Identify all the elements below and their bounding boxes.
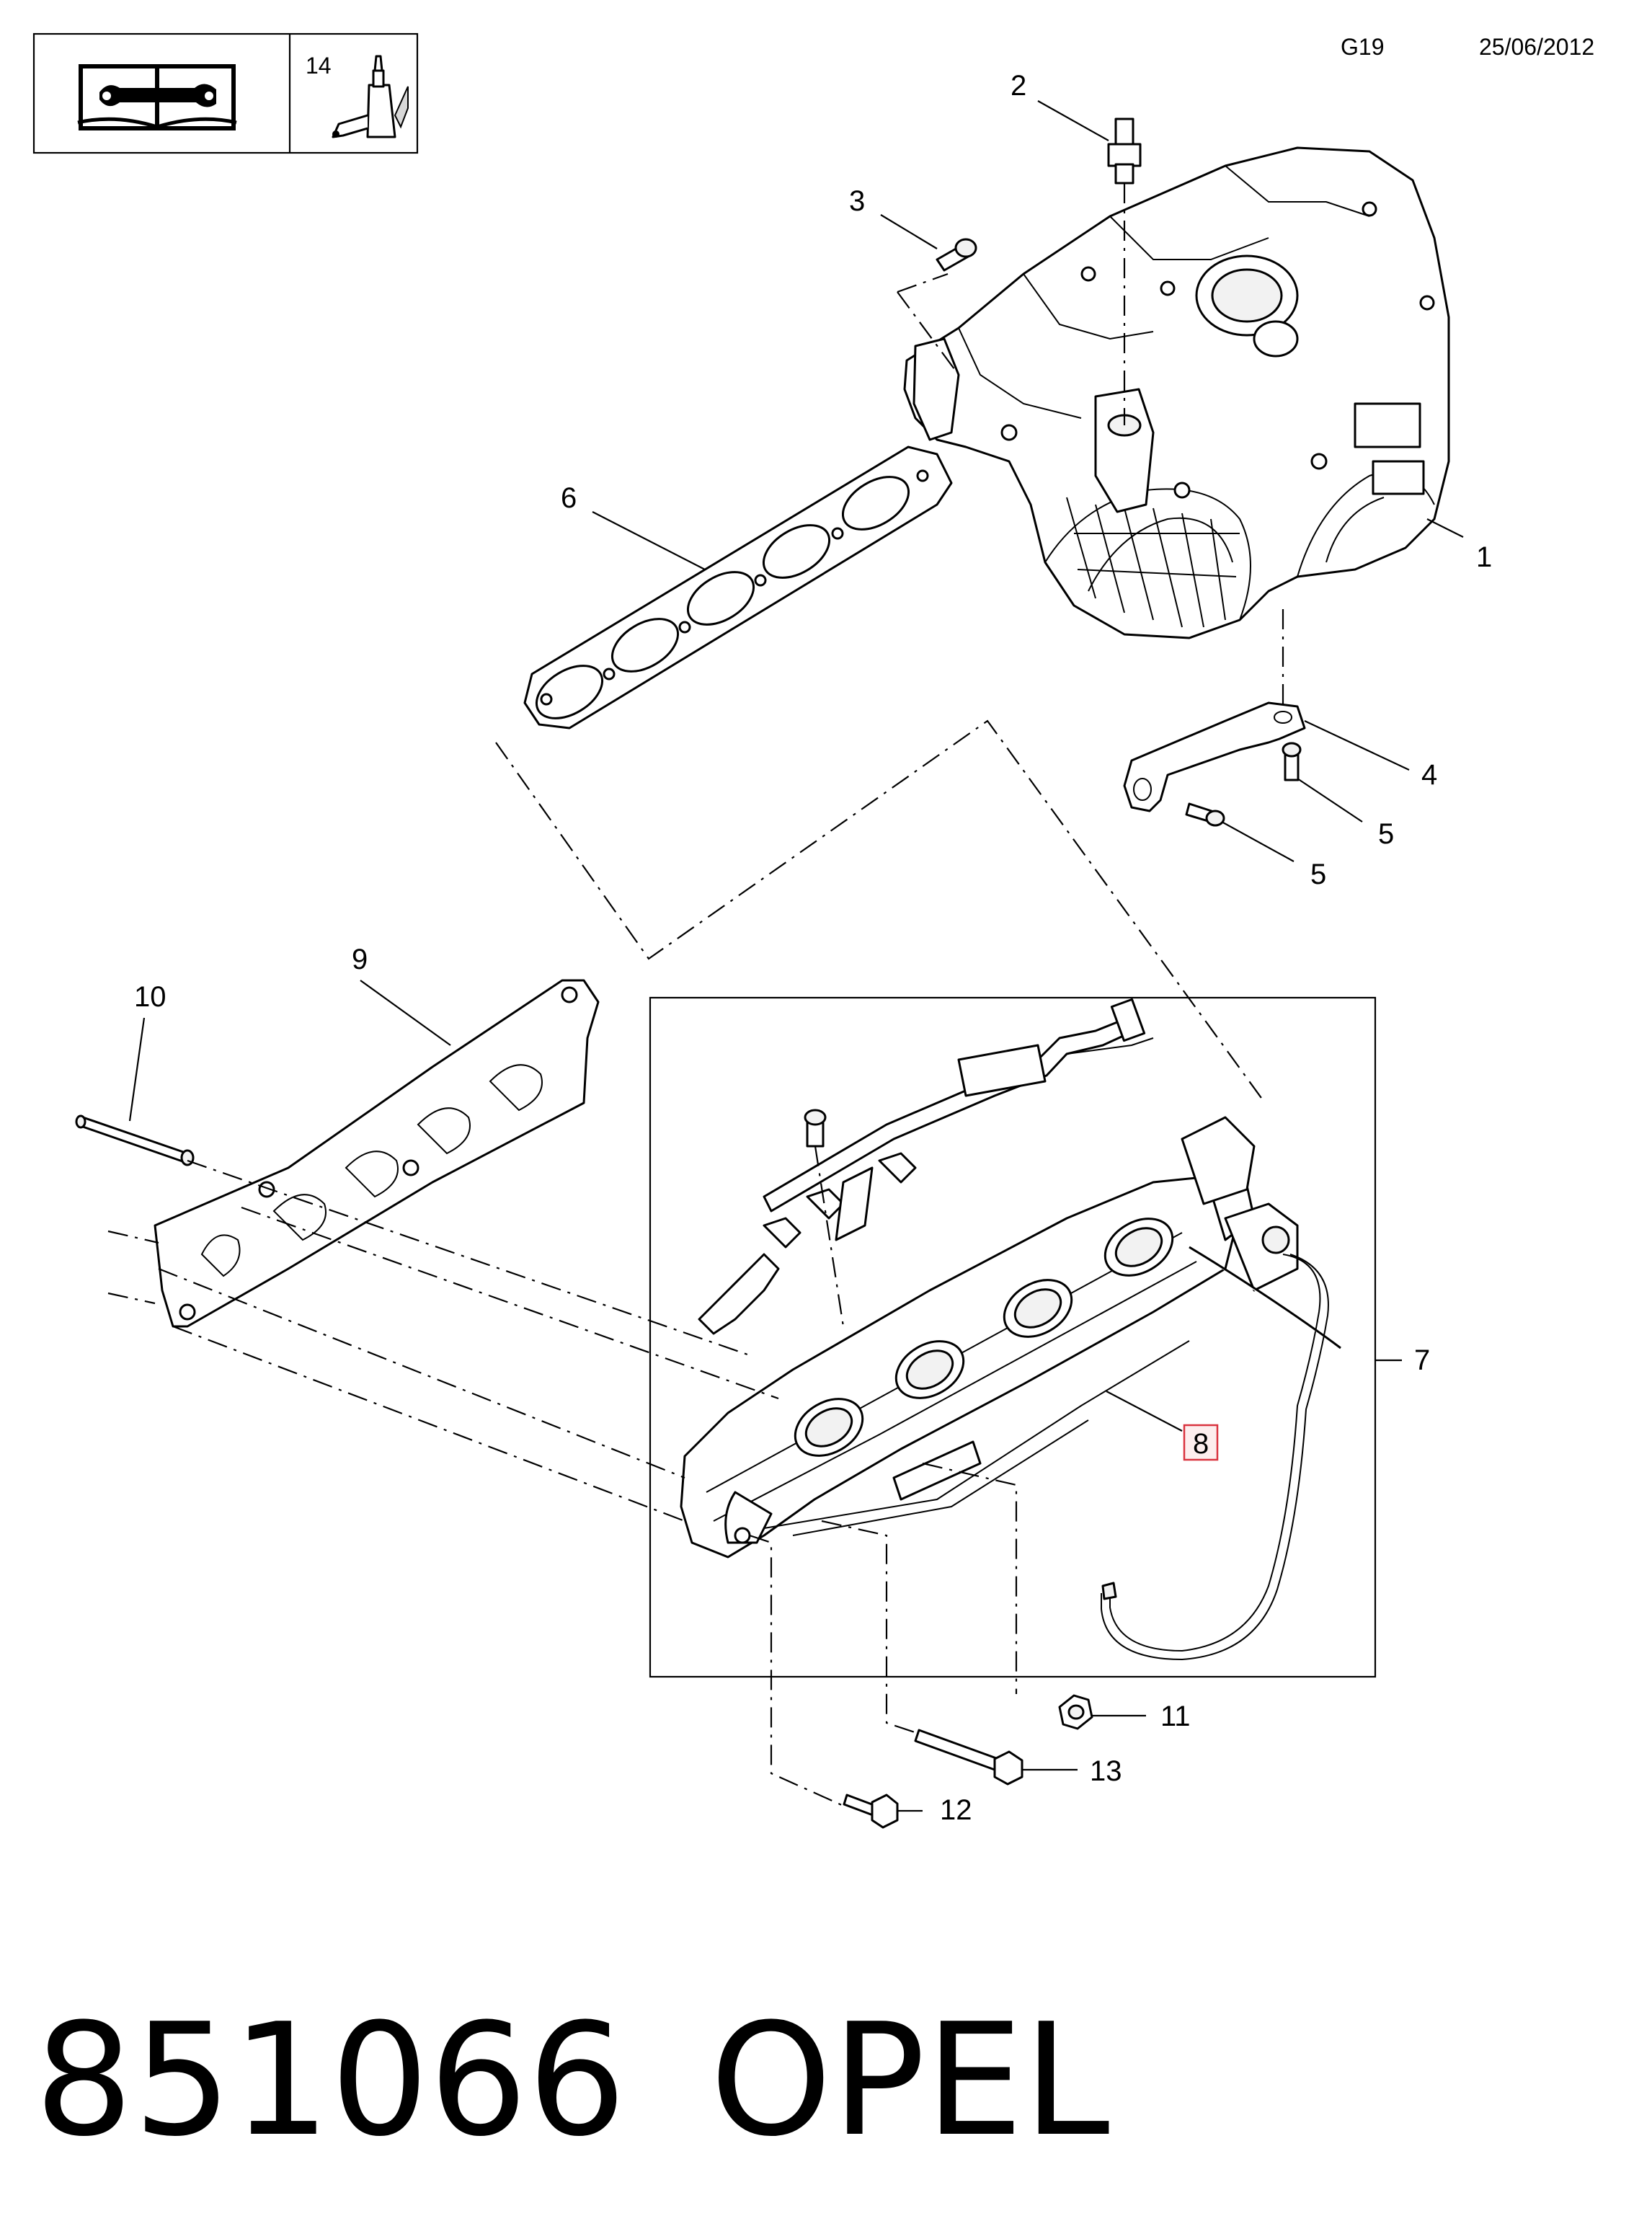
gasket-part-9	[154, 979, 600, 1328]
gasket-part-6	[523, 445, 953, 730]
bracket-part-4	[1123, 701, 1410, 812]
revision-date: 25/06/2012	[1479, 34, 1594, 60]
nut-part-11	[1058, 1694, 1146, 1730]
callout-12: 12	[940, 1794, 972, 1826]
sensor-part-2	[1037, 100, 1142, 425]
callout-13: 13	[1090, 1755, 1122, 1787]
callout-8: 8	[1193, 1428, 1209, 1460]
bolt-part-5b	[1185, 802, 1294, 862]
callout-8-highlight	[1183, 1424, 1219, 1461]
bolt-part-12	[843, 1794, 923, 1829]
callout-10: 10	[134, 981, 166, 1013]
info-box-quantity: 14	[306, 53, 332, 79]
repair-manual-icon	[77, 64, 237, 130]
bolt-part-13	[914, 1729, 1078, 1786]
intake-manifold-part-1	[903, 146, 1464, 714]
callout-5b: 5	[1310, 859, 1326, 890]
sealant-tube-icon	[332, 55, 409, 138]
callout-6: 6	[561, 482, 577, 514]
callout-3: 3	[849, 185, 865, 217]
callout-4: 4	[1421, 759, 1437, 791]
fuel-rail	[698, 998, 1154, 1335]
screw-part-3	[880, 214, 977, 376]
sheet-code: G19	[1341, 34, 1384, 60]
callout-11: 11	[1160, 1701, 1191, 1732]
callout-1: 1	[1476, 541, 1492, 573]
assembly-box-part-7	[649, 996, 1402, 1678]
stud-part-10	[75, 1017, 195, 1166]
callout-2: 2	[1011, 70, 1026, 102]
lower-manifold-part-8	[680, 1116, 1341, 1661]
bolt-part-5a	[1282, 742, 1363, 823]
footer-brand: OPEL	[710, 1990, 1110, 2171]
header-info-box: 14	[32, 32, 419, 154]
callout-5a: 5	[1378, 818, 1394, 850]
callout-labels: 1 2 3 4 5 5 6 7 8 9 10 11 12 13	[134, 70, 1492, 1826]
callout-7: 7	[1414, 1344, 1430, 1376]
footer-part-number: 851066	[35, 1990, 626, 2171]
callout-9: 9	[352, 944, 368, 975]
